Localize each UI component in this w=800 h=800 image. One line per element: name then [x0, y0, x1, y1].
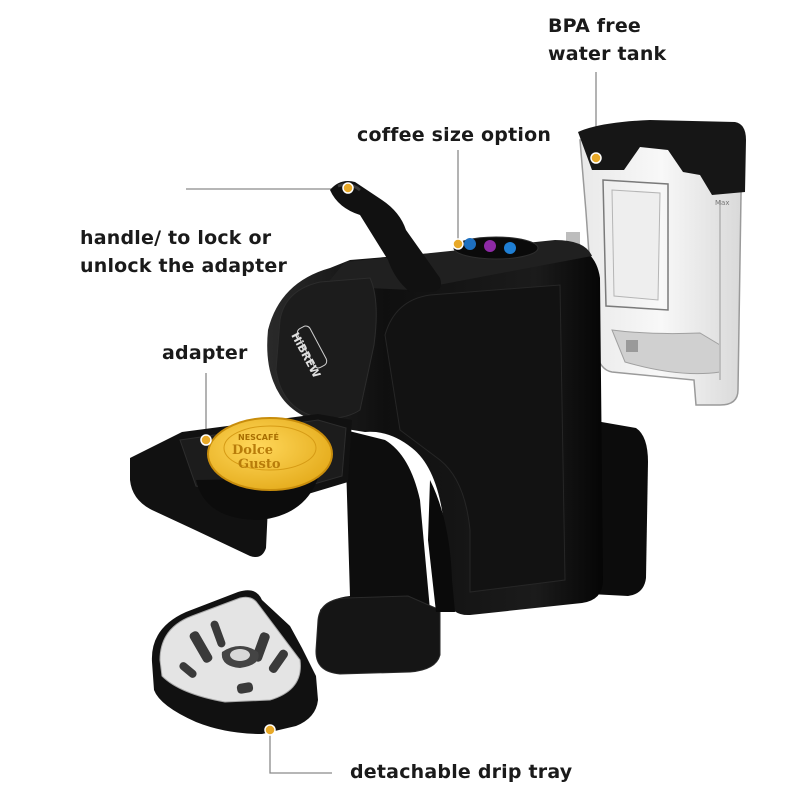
svg-text:Dolce: Dolce	[232, 443, 273, 458]
label-water-tank-line-2: water tank	[548, 43, 667, 65]
drip-tray	[151, 590, 318, 736]
coffee-machine-body	[267, 236, 648, 675]
svg-text:Gusto: Gusto	[238, 457, 281, 472]
svg-text:NESCAFÉ: NESCAFÉ	[238, 431, 279, 442]
marker-dot	[342, 182, 354, 194]
label-adapter: adapter	[162, 339, 248, 367]
label-water-tank: BPA free water tank	[548, 12, 666, 68]
label-handle-line-1: handle/ to lock or	[80, 227, 272, 249]
label-coffee-size: coffee size option	[357, 121, 551, 149]
water-tank: Max	[578, 120, 746, 406]
capsule-adapter: NESCAFÉ Dolce Gusto	[130, 414, 352, 557]
label-handle: handle/ to lock or unlock the adapter	[80, 224, 287, 280]
label-water-tank-line-1: BPA free	[548, 15, 641, 37]
marker-dot	[590, 152, 602, 164]
svg-text:Max: Max	[715, 199, 729, 207]
label-drip-tray-text: detachable drip tray	[350, 761, 573, 783]
control-buttons	[453, 236, 539, 260]
label-adapter-text: adapter	[162, 342, 248, 364]
marker-dot	[200, 434, 212, 446]
marker-dot	[264, 724, 276, 736]
label-coffee-size-text: coffee size option	[357, 124, 552, 146]
label-handle-line-2: unlock the adapter	[80, 255, 288, 277]
marker-dot	[452, 238, 464, 250]
lock-handle	[330, 181, 441, 292]
leader-line-drip-tray	[269, 730, 332, 774]
label-drip-tray: detachable drip tray	[350, 758, 572, 786]
